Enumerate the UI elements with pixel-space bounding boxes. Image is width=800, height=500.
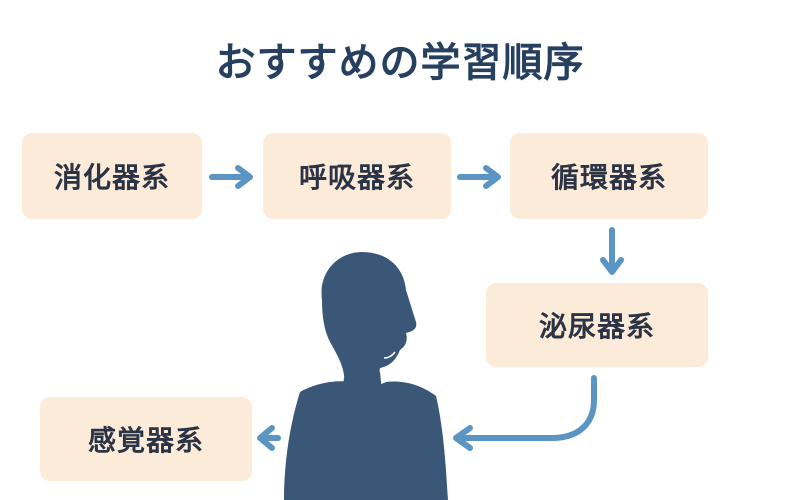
step-sensory-system: 感覚器系: [40, 397, 252, 481]
step-digestive-system: 消化器系: [22, 133, 202, 219]
arrow-icon: [453, 375, 597, 451]
arrow-icon: [257, 425, 281, 451]
step-circulatory-system: 循環器系: [510, 133, 708, 219]
step-respiratory-system: 呼吸器系: [263, 133, 451, 219]
arrow-icon: [457, 165, 501, 189]
arrow-icon: [600, 227, 624, 275]
step-urinary-system: 泌尿器系: [486, 283, 708, 367]
arrow-icon: [209, 165, 253, 189]
diagram-title: おすすめの学習順序: [215, 40, 585, 86]
